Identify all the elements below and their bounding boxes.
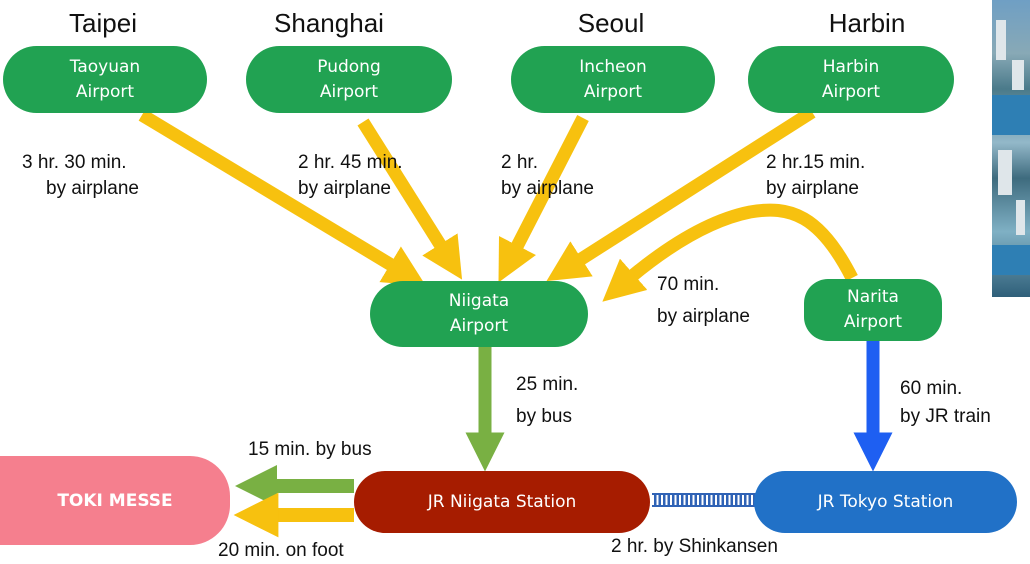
niigata-airport: Niigata Airport: [370, 281, 588, 347]
flight-arrow-harbin: [546, 106, 816, 282]
city-photo: [992, 0, 1030, 297]
messe-bus-time: 15 min. by bus: [248, 439, 372, 460]
harbin-flight-time: 2 hr.15 min. by airplane: [766, 152, 866, 199]
flight-arrow-shanghai: [357, 118, 463, 280]
toki-messe: TOKI MESSE: [0, 456, 230, 545]
harbin-airport: Harbin Airport: [748, 46, 954, 113]
airport-label: Airport: [319, 81, 379, 102]
airport-label: Narita: [847, 287, 899, 307]
taipei-flight-time: 3 hr. 30 min. by airplane: [22, 152, 139, 199]
airport-label: Airport: [821, 81, 881, 102]
flight-arrow-narita: [602, 203, 858, 302]
airport-label: Taoyuan: [69, 56, 141, 77]
airport-label: Pudong: [317, 56, 381, 77]
city-name-shanghai: Shanghai: [274, 8, 384, 38]
airport-label: Incheon: [579, 56, 647, 77]
airport-label: Niigata: [448, 291, 510, 311]
airport-label: Airport: [843, 312, 903, 332]
pudong-airport: Pudong Airport: [246, 46, 452, 113]
taoyuan-airport: Taoyuan Airport: [3, 46, 207, 113]
jr-tokyo-station: JR Tokyo Station: [754, 471, 1017, 533]
narita-airport: Narita Airport: [804, 279, 942, 341]
incheon-airport: Incheon Airport: [511, 46, 715, 113]
flight-arrow-seoul: [498, 115, 589, 283]
shinkansen-track: [652, 493, 756, 507]
airport-label: Airport: [583, 81, 643, 102]
narita-train-time: 60 min. by JR train: [900, 378, 991, 427]
shinkansen-time: 2 hr. by Shinkansen: [611, 536, 778, 557]
airport-label: Airport: [75, 81, 135, 102]
city-name-seoul: Seoul: [577, 8, 645, 38]
jr-niigata-station: JR Niigata Station: [354, 471, 650, 533]
shanghai-flight-time: 2 hr. 45 min. by airplane: [298, 152, 403, 199]
seoul-flight-time: 2 hr. by airplane: [501, 152, 594, 199]
city-name-harbin: Harbin: [828, 8, 906, 38]
narita-flight-time: 70 min. by airplane: [657, 274, 750, 327]
airport-bus-time: 25 min. by bus: [516, 374, 579, 427]
airport-label: Harbin: [822, 56, 880, 77]
airport-label: Airport: [449, 316, 509, 336]
messe-foot-time: 20 min. on foot: [218, 540, 344, 561]
flight-arrow-taipei: [138, 109, 426, 286]
city-name-taipei: Taipei: [69, 8, 137, 38]
